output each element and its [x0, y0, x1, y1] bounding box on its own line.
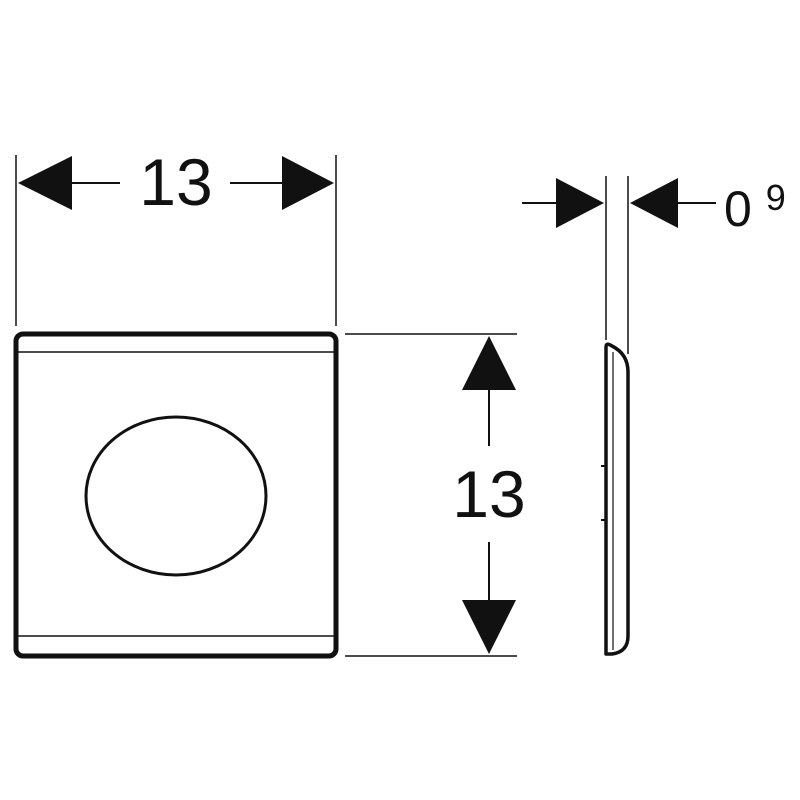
flush-button	[84, 415, 268, 577]
height-dimension: 13	[345, 333, 526, 657]
width-arrow-right	[282, 156, 334, 210]
side-profile-outline	[604, 342, 630, 656]
plate-outline	[13, 331, 339, 659]
thickness-dimension: 0 9	[522, 176, 786, 354]
thickness-label: 0 9	[724, 177, 786, 237]
height-arrow-top	[462, 336, 516, 390]
height-label: 13	[452, 457, 525, 531]
width-label: 13	[139, 145, 212, 219]
thickness-label-superscript: 9	[766, 177, 786, 218]
side-view	[601, 342, 630, 656]
thickness-arrow-right	[630, 178, 678, 228]
thickness-arrow-left	[556, 178, 604, 228]
thickness-label-main: 0	[724, 181, 752, 237]
height-arrow-bottom	[462, 600, 516, 654]
front-view	[13, 331, 339, 659]
width-dimension: 13	[15, 145, 337, 326]
width-arrow-left	[18, 156, 72, 210]
